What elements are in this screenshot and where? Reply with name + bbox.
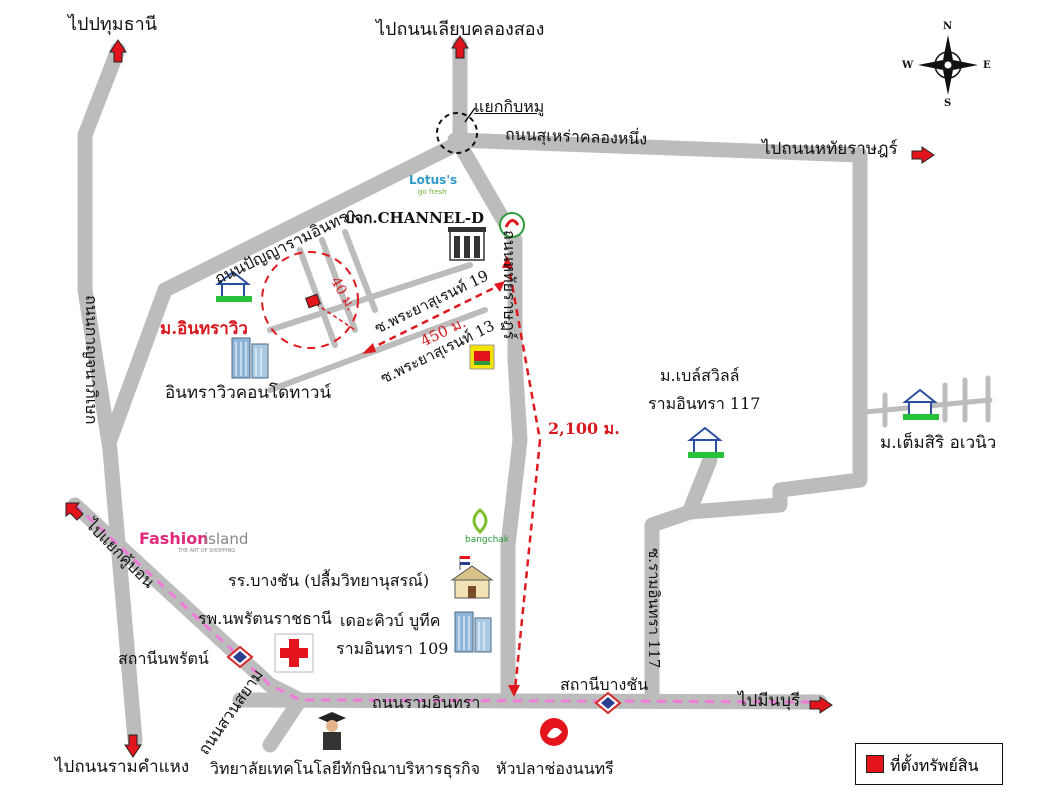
bless-ville-sub-label: รามอินทรา 117: [648, 394, 761, 413]
inthra-view-label: ม.อินทราวิว: [160, 319, 248, 339]
direction-minburi: ไปมีนบุรี: [738, 691, 801, 711]
soi-ram-inthra-117-label: ซ.รามอินทรา 117: [645, 548, 663, 669]
inthra-view-condo-label: อินทราวิวคอนโดทาวน์: [165, 383, 332, 403]
house-bless-ville-icon: [687, 426, 724, 458]
direction-nawamin: ไปถนนรามคำแหง: [55, 757, 190, 777]
arrow-liap-icon: [451, 35, 469, 59]
road-ram-inthra-label: ถนนรามอินทรา: [372, 693, 481, 712]
road-soi-bless: [682, 452, 718, 518]
college-graduate-icon: [318, 712, 346, 750]
compass-e-label: E: [983, 60, 991, 71]
nopparat-station-label: สถานีนพรัตน์: [118, 649, 209, 668]
arrow-nawamin-icon: [124, 734, 142, 758]
bangchan-station-label: สถานีบางชัน: [560, 675, 649, 694]
legend-label: ที่ตั้งทรัพย์สิน: [890, 756, 979, 775]
compass-icon: [918, 35, 978, 95]
fashion-island-brand-a: Fashion: [139, 529, 209, 548]
arrow-pathum-icon: [109, 39, 127, 63]
compass-n-label: N: [943, 21, 953, 32]
bangchak-logo-icon: [472, 508, 488, 535]
arrow-klongtan-icon: [65, 502, 84, 521]
channel-d-label: บจก.CHANNEL-D: [345, 209, 484, 227]
compass-s-label: S: [944, 98, 952, 109]
legend: ที่ตั้งทรัพย์สิน: [855, 743, 1003, 785]
junction-label: แยกกิบหมู: [474, 97, 545, 116]
direction-liap-khlong-song: ไปถนนเลียบคลองสอง: [376, 19, 545, 40]
house-temsiri-icon: [902, 388, 939, 420]
restaurant-icon: [540, 718, 568, 746]
bless-ville-label: ม.เบล์สวิลล์: [660, 366, 740, 385]
road-hathairat-label: ถนนหทัยราษฎร์: [500, 230, 519, 340]
road-suan-siam: [262, 692, 308, 753]
direction-nuanchan: ไปถนนหทัยราษฎร์: [762, 139, 898, 159]
office-building-icon: [448, 227, 486, 261]
the-cube-building-icon: [454, 611, 492, 653]
station-bangchan-icon: [594, 691, 622, 715]
distance-2100-label: 2,100 ม.: [548, 419, 620, 438]
condo-building-icon: [231, 337, 269, 379]
school-icon: [450, 556, 494, 599]
direction-pathum-thani: ไปปทุมธานี: [68, 14, 158, 35]
hua-pla-label: หัวปลาช่องนนทรี: [496, 759, 614, 778]
arrow-minburi-icon: [809, 696, 833, 714]
fashion-island-tagline: THE ART OF SHOPPING: [178, 548, 236, 554]
road-kanchanaphisek-label: ถนนกาญจนาภิเษก: [82, 295, 101, 425]
road-sukhaphiban: [447, 132, 868, 708]
compass-w-label: W: [902, 60, 914, 71]
temsiri-label: ม.เต็มสิริ อเวนิว: [880, 433, 997, 453]
ptt-station-icon: [499, 212, 525, 238]
house-inthra-view-icon: [215, 270, 252, 302]
the-cube-sub-label: รามอินทรา 109: [336, 639, 449, 658]
the-cube-label: เดอะคิวบ์ บูทีค: [340, 611, 441, 630]
seven-eleven-icon: [469, 344, 495, 370]
bangchak-label: bangchak: [465, 535, 510, 545]
lotus-sub: go fresh: [418, 188, 447, 196]
bangchan-school-label: รร.บางชัน (ปลื้มวิทยานุสรณ์): [228, 571, 430, 590]
nopparat-hospital-label: รพ.นพรัตนราชธานี: [198, 609, 332, 628]
property-radius: [261, 251, 359, 349]
college-label: วิทยาลัยเทคโนโลยีทักษิณาบริหารธุรกิจ: [210, 759, 480, 778]
legend-swatch: [866, 755, 884, 773]
hospital-icon: [274, 633, 314, 673]
arrow-nuanchan-icon: [911, 146, 935, 164]
lotus-label: Lotus's: [409, 173, 458, 187]
road-panya-ram-inthra: [102, 137, 463, 448]
fashion-island-brand-b: island: [204, 530, 249, 548]
property-marker: [305, 293, 321, 309]
station-nopparat-icon: [226, 645, 254, 669]
